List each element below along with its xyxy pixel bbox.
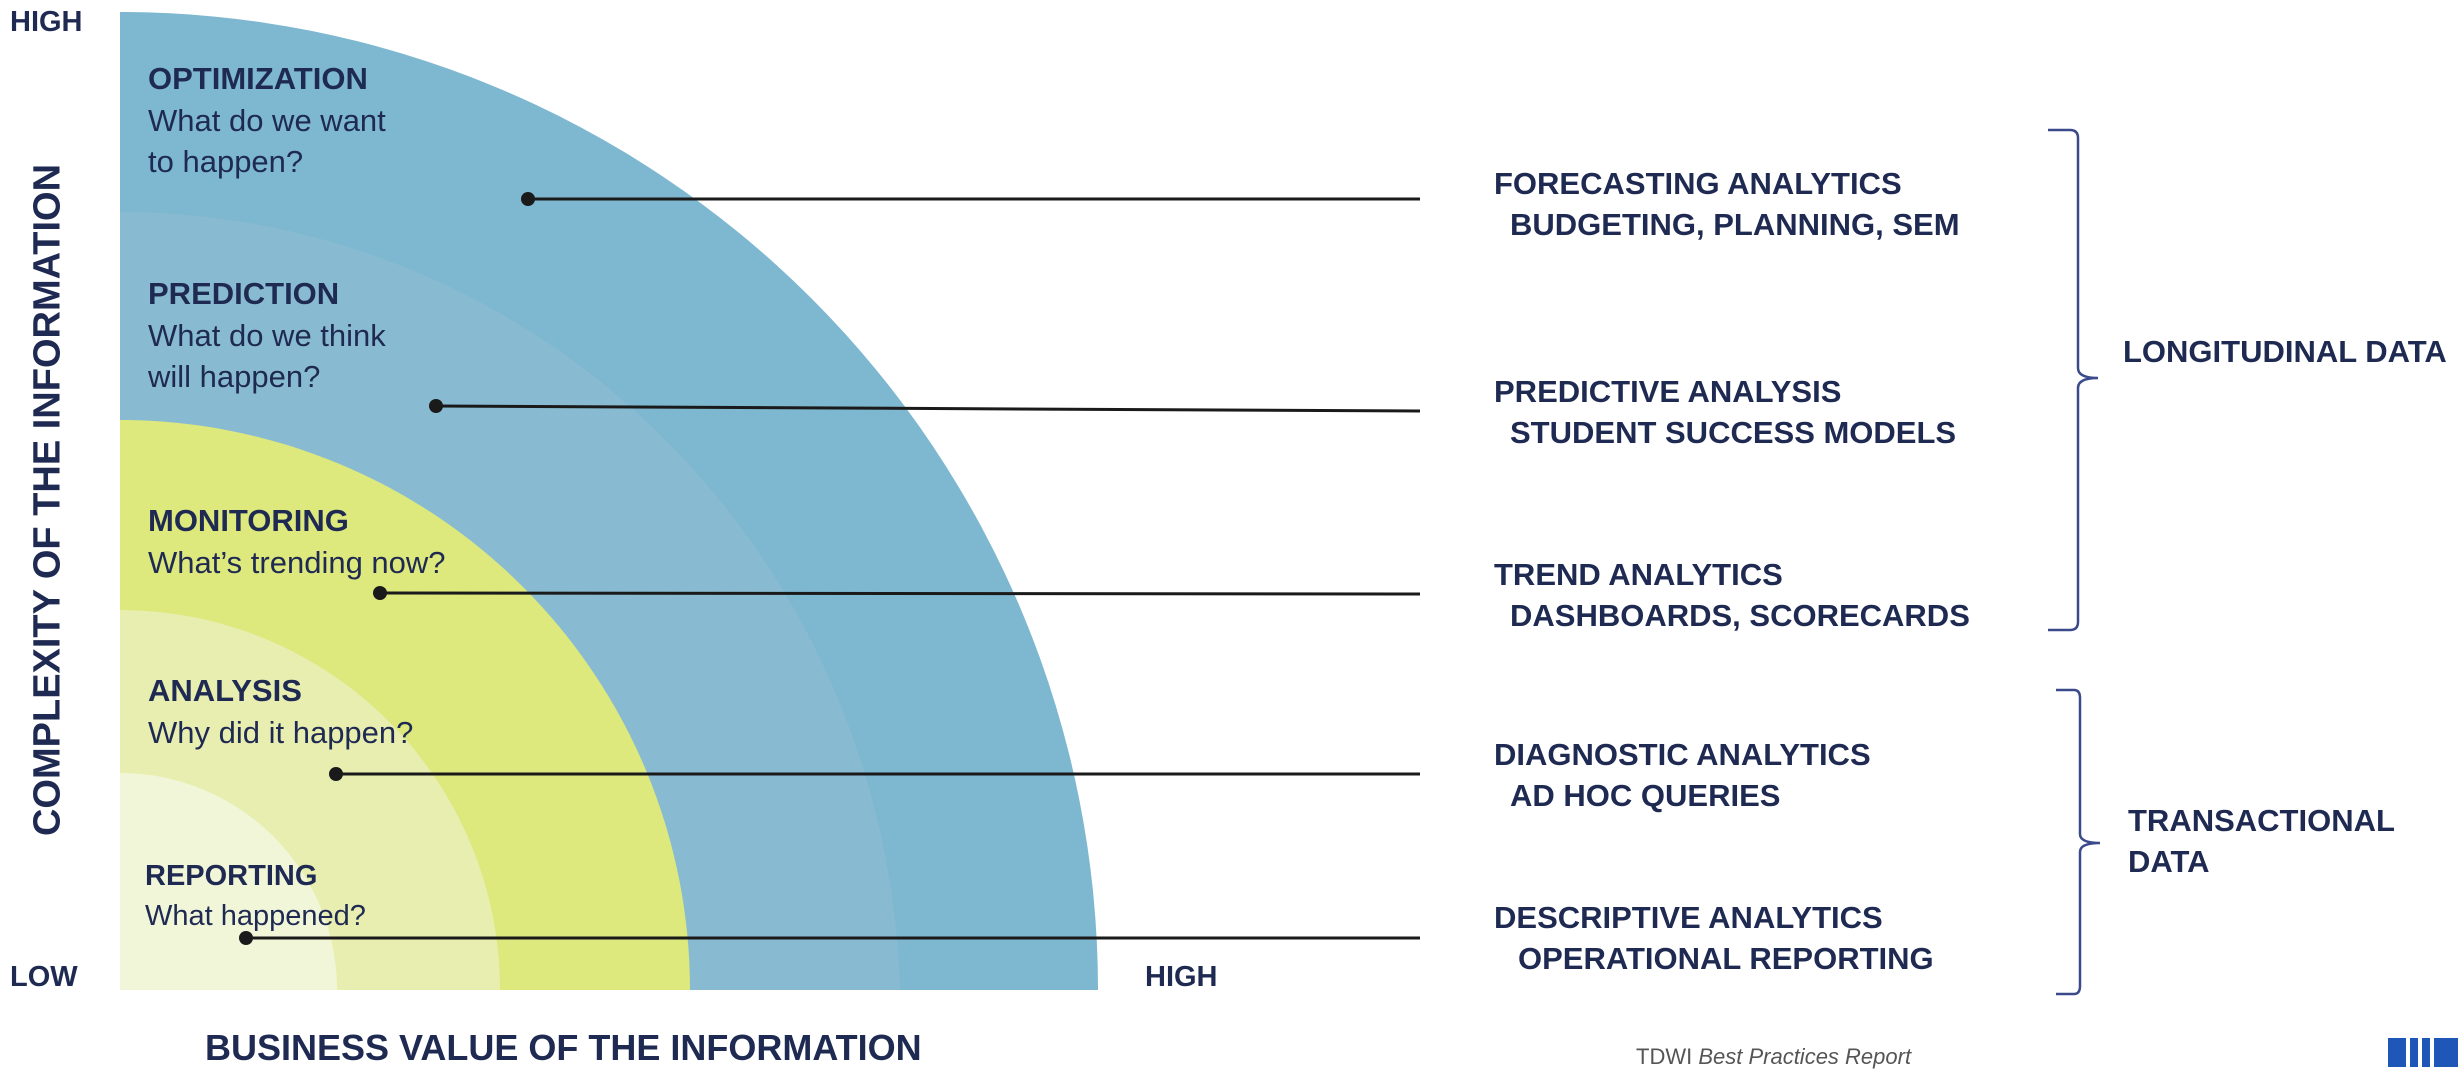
level-title-optimization: OPTIMIZATION xyxy=(148,61,368,96)
analytics-forecasting-title: FORECASTING ANALYTICS xyxy=(1494,166,1902,201)
level-title-reporting: REPORTING xyxy=(145,860,318,892)
connector-trend xyxy=(379,591,1421,596)
analytics-descriptive-detail: OPERATIONAL REPORTING xyxy=(1518,941,1934,976)
connector-dot-forecasting xyxy=(521,192,535,206)
connector-dot-trend xyxy=(373,586,387,600)
connector-dot-descriptive xyxy=(239,931,253,945)
connector-predictive xyxy=(435,404,1421,413)
level-title-prediction: PREDICTION xyxy=(148,276,340,311)
analytics-trend-title: TREND ANALYTICS xyxy=(1494,557,1783,592)
level-question-analysis: Why did it happen? xyxy=(148,715,414,750)
analytics-diagnostic-title: DIAGNOSTIC ANALYTICS xyxy=(1494,737,1871,772)
analytics-diagnostic-detail: AD HOC QUERIES xyxy=(1510,778,1781,813)
footer-source-title: Best Practices Report xyxy=(1698,1044,1912,1069)
connector-dot-predictive xyxy=(429,399,443,413)
level-title-monitoring: MONITORING xyxy=(148,503,349,538)
level-question-optimization-line2: to happen? xyxy=(148,144,304,179)
group-label-transactional-line1: TRANSACTIONAL xyxy=(2128,803,2395,838)
group-label-longitudinal: LONGITUDINAL DATA xyxy=(2123,334,2447,369)
group-label-transactional-line2: DATA xyxy=(2128,844,2210,879)
x-axis-title: BUSINESS VALUE OF THE INFORMATION xyxy=(205,1027,922,1068)
analytics-descriptive-title: DESCRIPTIVE ANALYTICS xyxy=(1494,900,1883,935)
analytics-predictive-title: PREDICTIVE ANALYSIS xyxy=(1494,374,1842,409)
band-reporting xyxy=(120,773,337,990)
y-axis-high-label: HIGH xyxy=(10,6,83,38)
level-question-prediction-line2: will happen? xyxy=(148,359,321,394)
connector-lines xyxy=(239,192,1421,945)
analytics-forecasting-detail: BUDGETING, PLANNING, SEM xyxy=(1510,207,1960,242)
bracket-transactional xyxy=(2056,688,2101,996)
level-question-monitoring: What’s trending now? xyxy=(148,545,446,580)
analytics-predictive-detail: STUDENT SUCCESS MODELS xyxy=(1510,415,1957,450)
bracket-longitudinal xyxy=(2048,128,2099,632)
level-question-optimization-line1: What do we want xyxy=(148,103,386,138)
y-axis-title: COMPLEXITY OF THE INFORMATION xyxy=(26,163,69,837)
y-axis-low-label: LOW xyxy=(10,961,78,993)
level-title-analysis: ANALYSIS xyxy=(148,673,302,708)
footer-source: TDWI Best Practices Report xyxy=(1636,1044,1911,1070)
connector-dot-diagnostic xyxy=(329,767,343,781)
analytics-trend-detail: DASHBOARDS, SCORECARDS xyxy=(1510,598,1970,633)
tdwi-logo-mark xyxy=(2388,1038,2458,1067)
level-question-prediction-line1: What do we think xyxy=(148,318,386,353)
level-question-reporting: What happened? xyxy=(145,900,366,932)
x-axis-high-label: HIGH xyxy=(1145,961,1218,993)
footer-source-prefix: TDWI xyxy=(1636,1044,1699,1069)
